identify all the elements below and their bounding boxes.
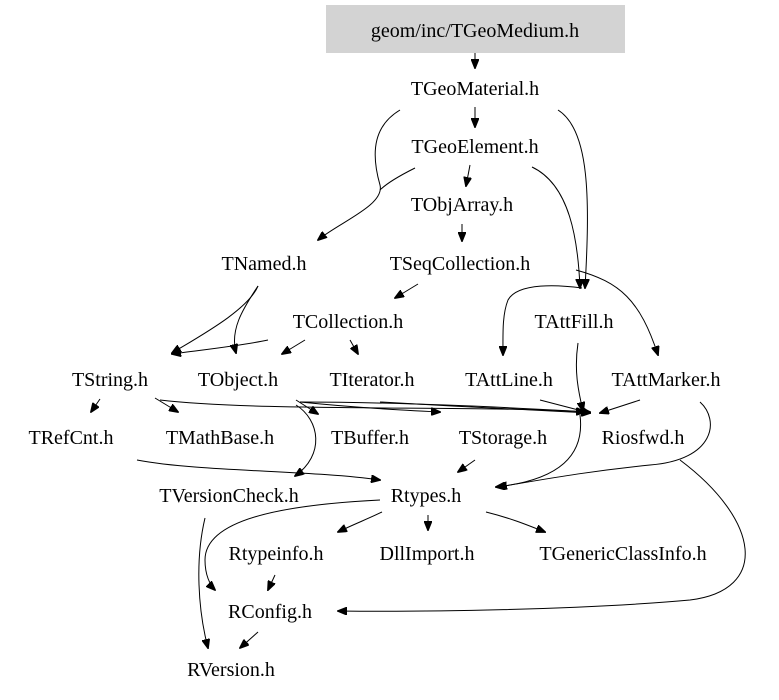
node-titerator-h[interactable]: TIterator.h (330, 369, 415, 391)
edge (295, 404, 317, 476)
node-tstring-h[interactable]: TString.h (72, 369, 148, 391)
node-tstorage-h[interactable]: TStorage.h (459, 427, 547, 449)
edge (295, 399, 318, 414)
node-tcollection-h[interactable]: TCollection.h (293, 311, 404, 333)
edge (575, 269, 658, 355)
node-tseqcollection-h[interactable]: TSeqCollection.h (390, 253, 531, 275)
edge (159, 399, 585, 412)
edge (338, 459, 746, 611)
edge-layer (91, 53, 746, 648)
edge (575, 342, 583, 411)
edge (539, 399, 590, 413)
edge (282, 339, 306, 354)
edge (458, 459, 476, 472)
edge (91, 398, 101, 412)
edge (338, 511, 383, 532)
edge (485, 511, 545, 532)
node-riosfwd-h[interactable]: Riosfwd.h (602, 427, 685, 449)
edge (379, 401, 590, 413)
node-tattmarker-h[interactable]: TAttMarker.h (612, 369, 721, 391)
edge (299, 401, 590, 412)
edge (503, 285, 583, 355)
edge (318, 109, 401, 240)
node-tattfill-h[interactable]: TAttFill.h (535, 311, 614, 333)
node-tgeomaterial-h[interactable]: TGeoMaterial.h (411, 78, 539, 100)
edge (172, 285, 259, 353)
node-tgenericclassinfo-h[interactable]: TGenericClassInfo.h (539, 543, 706, 565)
node-tnamed-h[interactable]: TNamed.h (222, 253, 307, 275)
node-geom-inc-tgeomedium-h[interactable]: geom/inc/TGeoMedium.h (371, 20, 579, 42)
edge (395, 283, 419, 298)
edge (600, 399, 641, 413)
edge (234, 285, 259, 353)
edge (240, 631, 259, 648)
edge (204, 499, 381, 590)
node-tobject-h[interactable]: TObject.h (198, 369, 278, 391)
edge (498, 401, 711, 487)
node-tmathbase-h[interactable]: TMathBase.h (166, 427, 274, 449)
edge (198, 517, 208, 648)
node-tattline-h[interactable]: TAttLine.h (465, 369, 553, 391)
node-layer: geom/inc/TGeoMedium.h TGeoMaterial.h TGe… (29, 20, 721, 681)
edge (466, 164, 470, 186)
edge (172, 339, 269, 354)
node-tversioncheck-h[interactable]: TVersionCheck.h (159, 485, 298, 507)
edge (136, 459, 380, 480)
edge (379, 167, 416, 191)
edge (299, 401, 440, 412)
edge (154, 397, 178, 412)
edge (268, 574, 276, 590)
root-node-box (326, 5, 625, 53)
edge (349, 339, 358, 354)
edge (496, 414, 582, 487)
node-tobjarray-h[interactable]: TObjArray.h (411, 194, 513, 216)
node-tgeoelement-h[interactable]: TGeoElement.h (411, 136, 538, 158)
node-rtypes-h[interactable]: Rtypes.h (391, 485, 462, 507)
node-rconfig-h[interactable]: RConfig.h (228, 601, 312, 623)
node-trefcnt-h[interactable]: TRefCnt.h (29, 427, 114, 449)
edge (531, 166, 580, 288)
node-rversion-h[interactable]: RVersion.h (187, 659, 275, 681)
node-tbuffer-h[interactable]: TBuffer.h (331, 427, 409, 449)
edge (557, 109, 587, 288)
node-rtypeinfo-h[interactable]: Rtypeinfo.h (229, 543, 324, 565)
node-dllimport-h[interactable]: DllImport.h (380, 543, 475, 565)
